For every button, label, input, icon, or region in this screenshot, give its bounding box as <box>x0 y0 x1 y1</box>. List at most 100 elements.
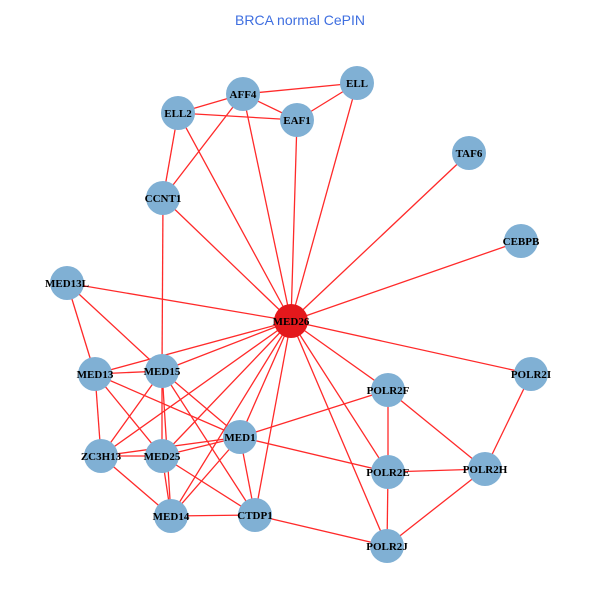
node-circle <box>84 439 118 473</box>
edge-med15-zc3h13 <box>100 370 163 457</box>
edge-polr2f-polr2h <box>387 389 486 470</box>
node-label: MED26 <box>273 316 310 328</box>
node-circle <box>161 96 195 130</box>
node-label: MED1 <box>224 432 255 444</box>
node-circle <box>370 529 404 563</box>
edge-ell-med26 <box>290 82 358 322</box>
node-circle <box>371 455 405 489</box>
node-med13l[interactable]: MED13L <box>45 266 89 300</box>
node-circle <box>145 354 179 388</box>
node-label: POLR2E <box>366 467 409 479</box>
node-polr2i[interactable]: POLR2I <box>511 357 551 391</box>
node-circle <box>226 77 260 111</box>
edge-ccnt1-med15 <box>161 197 164 372</box>
node-circle <box>146 181 180 215</box>
node-label: TAF6 <box>456 148 483 160</box>
node-circle <box>280 103 314 137</box>
edge-eaf1-med26 <box>290 119 298 322</box>
node-circle <box>154 499 188 533</box>
node-label: MED13 <box>77 369 114 381</box>
edge-med1-med26 <box>239 320 292 438</box>
node-polr2j[interactable]: POLR2J <box>366 529 408 563</box>
node-circle <box>340 66 374 100</box>
node-label: POLR2H <box>463 464 508 476</box>
node-med14[interactable]: MED14 <box>153 499 190 533</box>
node-zc3h13[interactable]: ZC3H13 <box>81 439 122 473</box>
node-label: POLR2F <box>367 385 410 397</box>
edge-med25-ctdp1 <box>161 455 256 516</box>
edge-ctdp1-polr2j <box>254 514 388 547</box>
edge-med1-med14 <box>170 436 241 517</box>
edge-aff4-ell <box>242 82 358 95</box>
node-circle <box>274 304 308 338</box>
node-label: CTDP1 <box>237 510 272 522</box>
node-label: MED25 <box>144 451 181 463</box>
edge-med1-polr2e <box>239 436 389 473</box>
node-label: CEBPB <box>503 236 540 248</box>
edge-ell2-eaf1 <box>177 112 298 121</box>
edge-med13-med26 <box>94 320 292 375</box>
edge-med1-polr2f <box>239 389 389 438</box>
edge-aff4-med26 <box>242 93 292 322</box>
node-circle <box>452 136 486 170</box>
node-med25[interactable]: MED25 <box>144 439 181 473</box>
node-polr2h[interactable]: POLR2H <box>463 452 508 486</box>
node-label: ZC3H13 <box>81 451 122 463</box>
node-med26[interactable]: MED26 <box>273 304 310 338</box>
edge-med13-med25 <box>94 373 163 457</box>
node-taf6[interactable]: TAF6 <box>452 136 486 170</box>
edge-ell2-med26 <box>177 112 292 322</box>
node-ell2[interactable]: ELL2 <box>161 96 195 130</box>
node-aff4[interactable]: AFF4 <box>226 77 260 111</box>
node-circle <box>145 439 179 473</box>
node-cebpb[interactable]: CEBPB <box>503 224 540 258</box>
node-label: AFF4 <box>230 89 257 101</box>
node-circle <box>50 266 84 300</box>
node-circle <box>78 357 112 391</box>
chart-title: BRCA normal CePIN <box>235 12 365 28</box>
node-eaf1[interactable]: EAF1 <box>280 103 314 137</box>
node-circle <box>371 373 405 407</box>
node-label: POLR2J <box>366 541 408 553</box>
edge-polr2i-polr2h <box>484 373 532 470</box>
edge-aff4-ccnt1 <box>162 93 244 199</box>
edge-med15-med26 <box>161 320 292 372</box>
edge-med26-polr2i <box>290 320 532 375</box>
node-med1[interactable]: MED1 <box>223 420 257 454</box>
node-circle <box>504 224 538 258</box>
edge-polr2h-polr2j <box>386 468 486 547</box>
node-ctdp1[interactable]: CTDP1 <box>237 498 273 532</box>
edge-med15-ctdp1 <box>161 370 256 516</box>
node-polr2f[interactable]: POLR2F <box>367 373 410 407</box>
node-label: MED15 <box>144 366 181 378</box>
node-circle <box>238 498 272 532</box>
node-label: ELL2 <box>164 108 192 120</box>
node-circle <box>223 420 257 454</box>
node-circle <box>468 452 502 486</box>
edge-cebpb-med26 <box>290 240 522 322</box>
edge-med26-polr2j <box>290 320 388 547</box>
edge-zc3h13-med26 <box>100 320 292 457</box>
node-med15[interactable]: MED15 <box>144 354 181 388</box>
edge-med13-med1 <box>94 373 241 438</box>
edge-med13l-med26 <box>66 282 292 322</box>
edge-med26-polr2f <box>290 320 389 391</box>
edge-med14-med26 <box>170 320 292 517</box>
node-circle <box>514 357 548 391</box>
node-label: CCNT1 <box>145 193 182 205</box>
node-label: ELL <box>346 78 368 90</box>
node-label: MED14 <box>153 511 190 523</box>
node-polr2e[interactable]: POLR2E <box>366 455 410 489</box>
edge-ccnt1-med26 <box>162 197 292 322</box>
edge-med13l-med15 <box>66 282 163 372</box>
node-label: POLR2I <box>511 369 551 381</box>
edge-med25-med26 <box>161 320 292 457</box>
node-ccnt1[interactable]: CCNT1 <box>145 181 182 215</box>
node-label: EAF1 <box>283 115 311 127</box>
edge-med26-polr2e <box>290 320 389 473</box>
node-ell[interactable]: ELL <box>340 66 374 100</box>
node-med13[interactable]: MED13 <box>77 357 114 391</box>
edge-taf6-med26 <box>290 152 470 322</box>
